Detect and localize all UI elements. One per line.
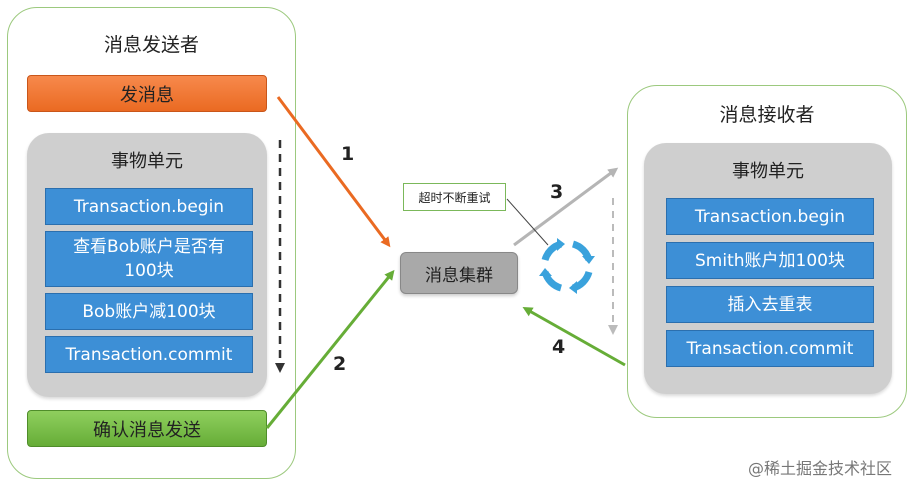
circular-arrows-icon xyxy=(539,238,595,294)
sender-step-begin: Transaction.begin xyxy=(45,188,253,225)
receiver-step-add-balance: Smith账户加100块 xyxy=(666,242,874,279)
message-cluster-box: 消息集群 xyxy=(400,252,518,294)
sender-step-commit: Transaction.commit xyxy=(45,336,253,373)
arrow-label-4: 4 xyxy=(552,336,566,358)
retry-note: 超时不断重试 xyxy=(403,183,506,211)
confirm-send-box: 确认消息发送 xyxy=(27,410,267,447)
arrow-label-3: 3 xyxy=(550,181,564,203)
arrow-3-deliver xyxy=(513,167,619,247)
arrow-4-ack xyxy=(522,307,626,367)
receiver-step-begin: Transaction.begin xyxy=(666,198,874,235)
arrow-2-confirm xyxy=(265,269,395,429)
watermark: @稀土掘金技术社区 xyxy=(748,459,893,478)
receiver-title: 消息接收者 xyxy=(719,104,815,126)
arrow-label-1: 1 xyxy=(341,143,355,165)
receiver-step-commit: Transaction.commit xyxy=(666,330,874,367)
arrow-label-2: 2 xyxy=(333,353,347,375)
receiver-step-insert-dedup: 插入去重表 xyxy=(666,286,874,323)
sender-step-deduct: Bob账户减100块 xyxy=(45,293,253,330)
sender-step-check-balance: 查看Bob账户是否有100块 xyxy=(45,231,253,287)
send-message-box: 发消息 xyxy=(27,75,267,112)
sender-unit-title: 事物单元 xyxy=(111,151,183,172)
arrow-1-send xyxy=(276,96,391,248)
receiver-unit-title: 事物单元 xyxy=(732,161,804,182)
retry-note-connector xyxy=(506,198,549,246)
sender-title: 消息发送者 xyxy=(103,34,199,56)
